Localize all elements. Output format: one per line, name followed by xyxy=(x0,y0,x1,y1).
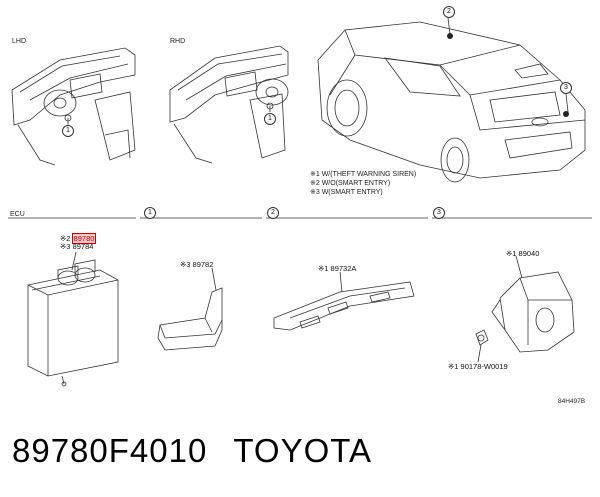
ecu-part-3-prefix: ※3 xyxy=(60,242,71,251)
section-2-part: ※1 89732A xyxy=(318,264,357,273)
rhd-label: RHD xyxy=(170,38,186,45)
antenna-drawing xyxy=(273,271,415,331)
lhd-dashboard-drawing xyxy=(11,47,136,166)
callout-1-lhd: 1 xyxy=(62,125,74,137)
section-2-marker: 2 xyxy=(267,207,279,219)
section-3-part: ※1 89040 xyxy=(506,249,540,258)
ecu-drawing xyxy=(27,251,119,387)
bracket-drawing xyxy=(157,267,223,351)
ecu-part-2: ※2 89780 xyxy=(60,233,97,244)
section-ecu-label: ECU xyxy=(10,211,25,218)
callout-2-vehicle: 2 xyxy=(443,6,455,18)
section-1-part: ※3 89782 xyxy=(180,260,214,269)
siren-drawing xyxy=(475,255,575,363)
ecu-part-3: ※3 89784 xyxy=(60,242,93,251)
legend-line-1: ※1 W/(THEFT WARNING SIREN) xyxy=(310,171,417,178)
diagram-code: 84H497B xyxy=(558,398,586,405)
section-3-marker: 3 xyxy=(433,207,445,219)
section-1-marker: 1 xyxy=(144,207,156,219)
legend-line-2: ※2 W/O(SMART ENTRY) xyxy=(310,180,391,187)
caption-part-number: 89780F4010 xyxy=(12,432,208,469)
legend-line-3: ※3 W(SMART ENTRY) xyxy=(310,189,383,196)
ecu-part-2-number: 89780 xyxy=(71,233,97,244)
ecu-part-2-prefix: ※2 xyxy=(60,234,71,243)
rhd-dashboard-drawing xyxy=(169,45,289,164)
caption-brand: TOYOTA xyxy=(233,432,372,469)
location-dot-3 xyxy=(563,111,569,117)
location-dot-2 xyxy=(447,33,453,39)
section-3-bolt-part: ※1 90178-W0019 xyxy=(448,362,508,371)
lhd-label: LHD xyxy=(12,38,27,45)
ecu-part-3-number: 89784 xyxy=(72,242,94,251)
callout-3-vehicle: 3 xyxy=(560,82,572,94)
vehicle-drawing xyxy=(317,21,586,183)
callout-1-rhd: 1 xyxy=(264,113,276,125)
caption: 89780F4010 TOYOTA xyxy=(12,432,372,470)
